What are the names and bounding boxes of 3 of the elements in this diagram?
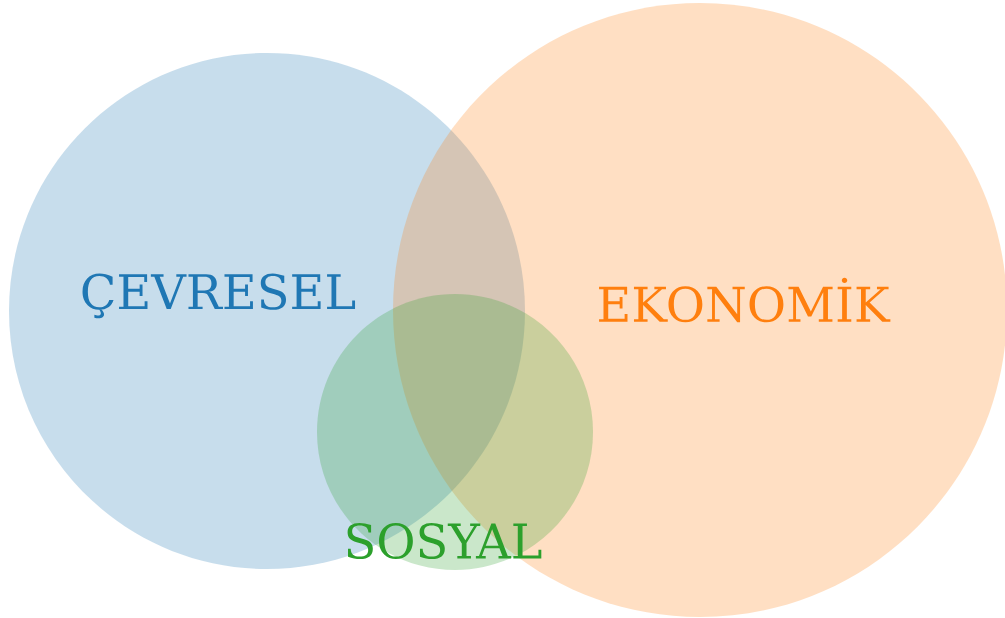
circle-label: ÇEVRESEL	[82, 273, 356, 319]
circle-label: EKONOMİK	[599, 277, 891, 323]
circle-label: SOSYAL	[347, 522, 542, 560]
